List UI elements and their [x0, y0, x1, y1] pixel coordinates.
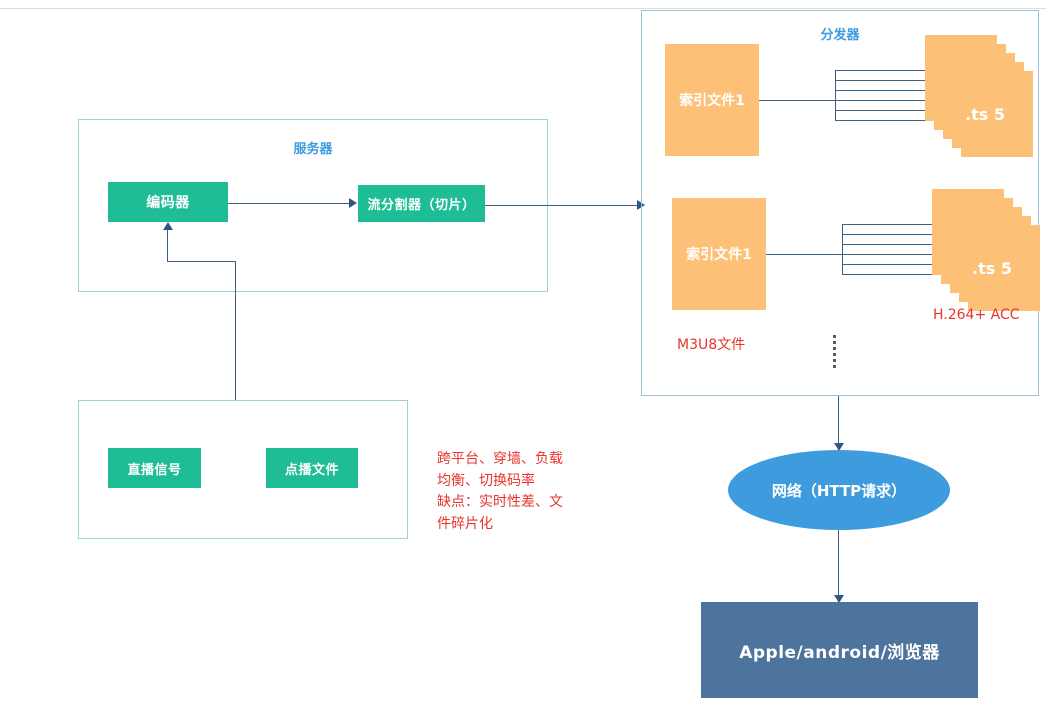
connector-sources-horizontal — [167, 261, 236, 262]
m3u8-label: M3U8文件 — [677, 337, 746, 353]
segment-line-2-5 — [842, 264, 964, 265]
connector-encoder-to-slicer — [228, 203, 350, 204]
segment-line-2-3 — [842, 244, 946, 245]
notes-block: 跨平台、穿墙、负载 均衡、切换码率 缺点：实时性差、文 件碎片化 — [437, 449, 607, 536]
vod-file-node[interactable]: 点播文件 — [266, 448, 358, 488]
segment-line-2-6 — [842, 274, 973, 275]
segment-line-1-2 — [835, 80, 946, 81]
connector-index2-to-segments — [766, 254, 842, 255]
connector-to-encoder-vertical — [167, 230, 168, 262]
slicer-node[interactable]: 流分割器（切片） — [358, 185, 485, 222]
ts-segment-stack-1[interactable]: .ts 5 — [925, 35, 1035, 160]
note-drawbacks-line1: 缺点：实时性差、文 — [437, 494, 563, 511]
encoder-node[interactable]: 编码器 — [108, 182, 228, 222]
segment-line-1-4 — [835, 100, 948, 101]
connector-index1-to-segments — [759, 100, 835, 101]
ts-segment-label-1: .ts 5 — [965, 105, 1005, 124]
arrow-sources-to-encoder — [163, 222, 173, 230]
distributor-container — [641, 10, 1039, 396]
live-signal-node[interactable]: 直播信号 — [108, 448, 201, 488]
segment-line-2-2 — [842, 234, 953, 235]
note-drawbacks-line2: 件碎片化 — [437, 516, 493, 533]
ts-sheet-10 — [968, 225, 1040, 311]
note-advantages-line1: 跨平台、穿墙、负载 — [437, 451, 563, 467]
arrow-encoder-to-slicer — [349, 198, 357, 208]
source-group-container — [78, 400, 408, 539]
ts-segment-label-2: .ts 5 — [972, 259, 1012, 278]
server-group-title: 服务器 — [293, 142, 333, 157]
clients-node[interactable]: Apple/android/浏览器 — [701, 602, 978, 698]
connector-distributor-to-network — [838, 396, 839, 446]
arrow-network-to-clients — [834, 595, 844, 603]
connector-sources-vertical — [235, 262, 236, 400]
top-divider — [0, 8, 1046, 9]
connector-network-to-clients — [838, 530, 839, 598]
codec-label: H.264+ ACC — [933, 307, 1020, 323]
connector-slicer-to-distributor — [485, 205, 640, 206]
segment-line-2-4 — [842, 254, 955, 255]
segment-bracket-2 — [842, 224, 843, 275]
ts-sheet-5 — [961, 71, 1033, 157]
arrow-distributor-to-network — [834, 443, 844, 451]
segment-line-2-1 — [842, 224, 960, 225]
segment-line-1-3 — [835, 90, 939, 91]
index-file-node-2[interactable]: 索引文件1 — [672, 198, 766, 310]
ts-segment-stack-2[interactable]: .ts 5 — [932, 189, 1042, 314]
segment-line-1-1 — [835, 70, 953, 71]
distributor-title: 分发器 — [820, 28, 860, 43]
index-file-node-1[interactable]: 索引文件1 — [665, 44, 759, 156]
segment-bracket-1 — [835, 70, 836, 121]
note-advantages-line2: 均衡、切换码率 — [437, 472, 535, 489]
segment-line-1-5 — [835, 110, 957, 111]
segment-line-1-6 — [835, 120, 966, 121]
network-node[interactable]: 网络（HTTP请求） — [728, 450, 950, 530]
